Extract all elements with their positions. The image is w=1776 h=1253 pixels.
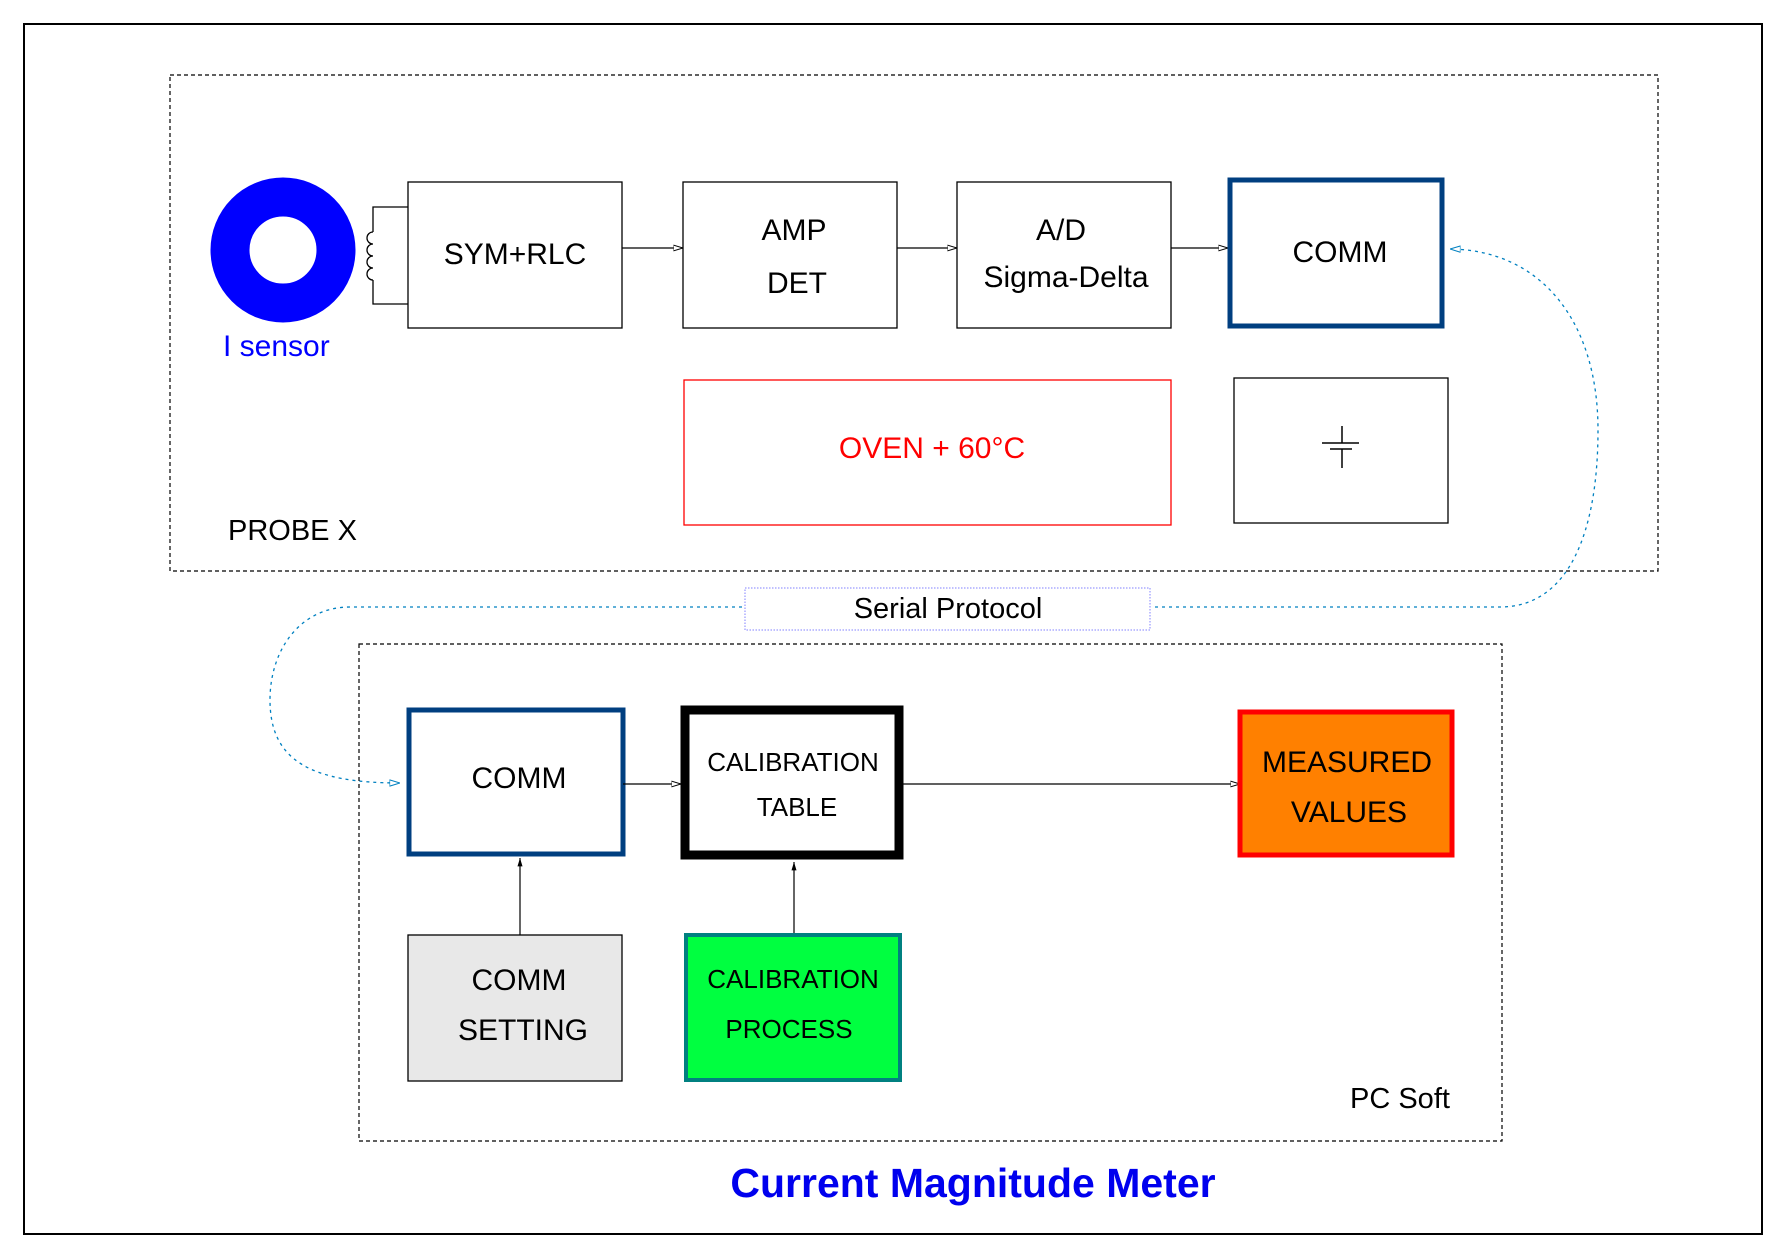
svg-text:CALIBRATION: CALIBRATION (707, 747, 878, 777)
serial-link-path-left (269, 606, 742, 783)
battery-block (1233, 377, 1449, 524)
measured-values-block: MEASURED VALUES (1237, 709, 1455, 858)
svg-text:VALUES: VALUES (1291, 796, 1407, 829)
amp-det-block: AMP DET (682, 181, 898, 329)
serial-protocol-label: Serial Protocol (744, 587, 1151, 631)
calibration-process-block: CALIBRATION PROCESS (684, 933, 902, 1082)
svg-text:SETTING: SETTING (458, 1014, 588, 1047)
svg-text:DET: DET (767, 267, 827, 300)
pc-comm-block: COMM (406, 707, 626, 857)
sym-rlc-block: SYM+RLC (407, 181, 623, 329)
serial-link-path (1155, 249, 1599, 608)
probe-label: PROBE X (228, 515, 357, 547)
ad-sigma-delta-block: A/D Sigma-Delta (956, 181, 1172, 329)
sensor-label: I sensor (223, 330, 330, 363)
svg-text:COMM: COMM (472, 762, 567, 795)
calibration-table-block: CALIBRATION TABLE (680, 705, 904, 860)
oven-block: OVEN + 60°C (683, 379, 1172, 526)
diagram-title: Current Magnitude Meter (730, 1160, 1215, 1206)
pc-soft-label: PC Soft (1350, 1083, 1450, 1115)
svg-text:TABLE: TABLE (757, 792, 837, 822)
svg-text:AMP: AMP (761, 214, 826, 247)
coil-icon (366, 206, 408, 305)
svg-text:SYM+RLC: SYM+RLC (444, 238, 587, 271)
battery-icon (1322, 426, 1359, 468)
probe-comm-block: COMM (1227, 177, 1445, 329)
probe-region (169, 74, 1659, 572)
svg-text:CALIBRATION: CALIBRATION (707, 964, 878, 994)
svg-text:COMM: COMM (1293, 236, 1388, 269)
svg-text:A/D: A/D (1036, 214, 1086, 247)
pc-soft-region (358, 643, 1503, 1142)
svg-text:COMM: COMM (472, 964, 567, 997)
outer-frame (23, 23, 1763, 1235)
svg-text:Serial Protocol: Serial Protocol (854, 593, 1043, 625)
current-sensor-icon (210, 177, 356, 323)
comm-setting-block: COMM SETTING (407, 934, 623, 1082)
svg-text:MEASURED: MEASURED (1262, 746, 1432, 779)
svg-text:Sigma-Delta: Sigma-Delta (983, 261, 1148, 294)
svg-text:PROCESS: PROCESS (725, 1014, 852, 1044)
svg-text:OVEN + 60°C: OVEN + 60°C (839, 432, 1025, 465)
